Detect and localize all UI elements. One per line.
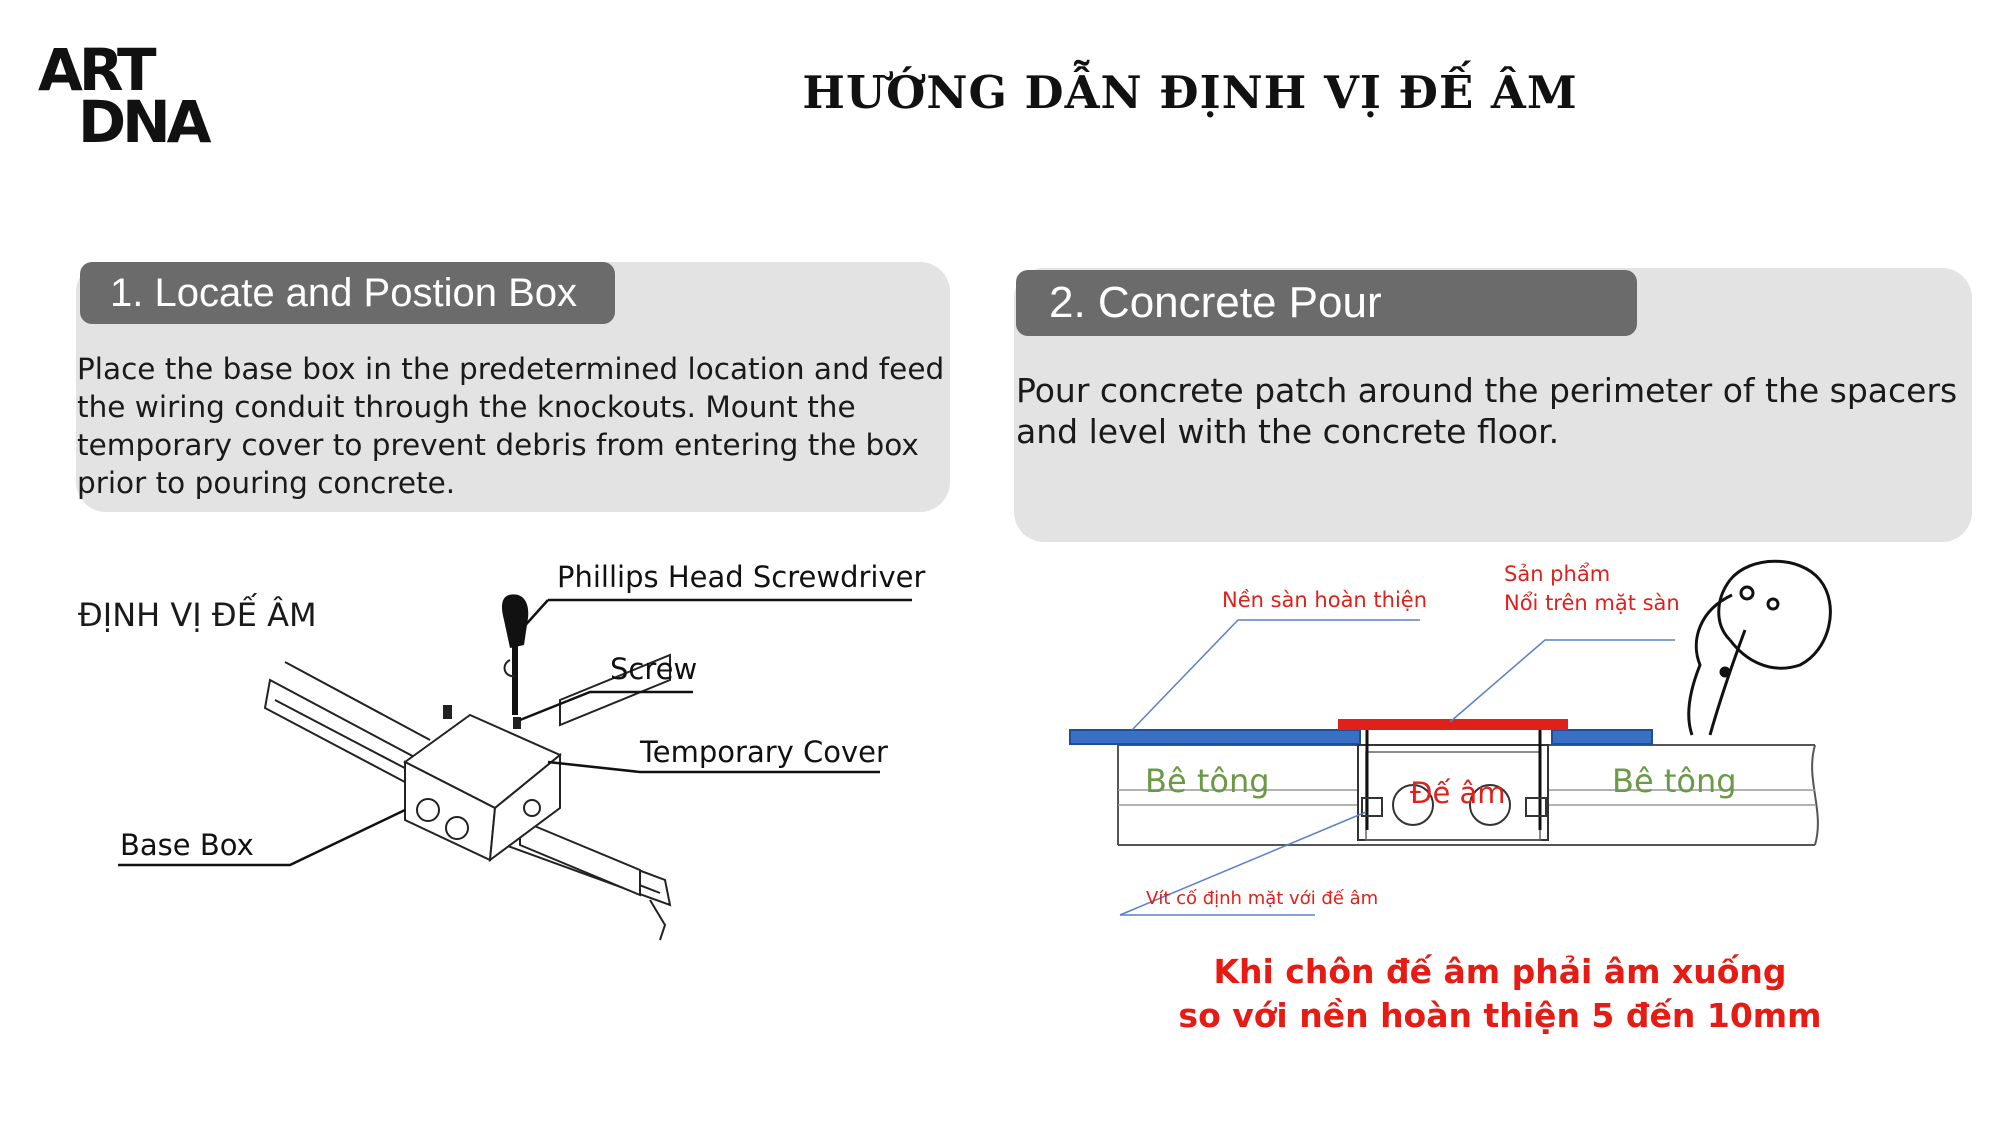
knockout-2 (445, 816, 469, 840)
logo-line-1: ART (38, 38, 157, 104)
label-concrete-right: Bê tông (1612, 762, 1737, 800)
step2-body: Pour concrete patch around the perimeter… (1016, 371, 1958, 451)
step1-body: Place the base box in the predetermined … (77, 352, 945, 500)
finished-floor-left (1069, 729, 1361, 745)
product-plate (1338, 719, 1568, 730)
callout-screwdriver: Phillips Head Screwdriver (557, 560, 926, 594)
step1-heading: 1. Locate and Postion Box (80, 262, 615, 324)
warning-note-line1: Khi chôn đế âm phải âm xuống (1213, 952, 1787, 991)
callout-product-line1: Sản phẩm (1504, 562, 1611, 586)
callout-product-line2: Nổi trên mặt sàn (1504, 591, 1680, 615)
step2-heading: 2. Concrete Pour (1016, 270, 1637, 336)
screw-icon (513, 717, 521, 729)
callout-temporary-cover: Temporary Cover (640, 735, 888, 769)
callout-finished-floor: Nền sàn hoàn thiện (1222, 588, 1428, 612)
screw-icon-left (443, 705, 452, 719)
callout-fixing-screw: Vít cố định mặt với đế âm (1146, 888, 1379, 909)
screwdriver-icon (501, 594, 529, 715)
concrete-bucket-icon (1687, 559, 1832, 736)
concrete-section-diagram (1069, 559, 1832, 916)
callout-base-box: Base Box (120, 828, 254, 862)
artdna-logo: ART DNA (38, 36, 228, 156)
logo-line-2: DNA (78, 88, 212, 148)
warning-note-line2: so với nền hoàn thiện 5 đến 10mm (1178, 996, 1822, 1035)
document-title: HƯỚNG DẪN ĐỊNH VỊ ĐẾ ÂM (802, 66, 1578, 119)
finished-floor-right (1551, 729, 1653, 745)
step1-sublabel: ĐỊNH VỊ ĐẾ ÂM (78, 596, 317, 634)
knockout-1 (416, 798, 440, 822)
label-concrete-left: Bê tông (1145, 762, 1270, 800)
label-recessed-box: Đế âm (1410, 776, 1506, 810)
callout-screw: Screw (610, 652, 698, 686)
